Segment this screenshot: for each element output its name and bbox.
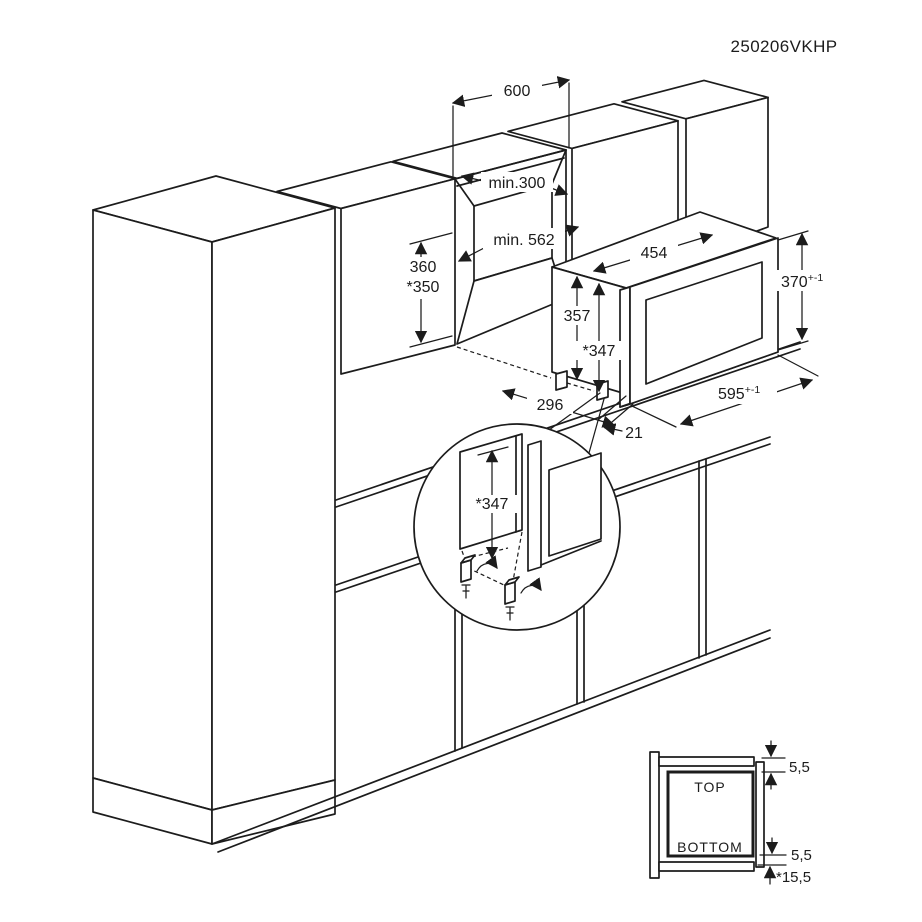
dim-body-width-label: 454: [641, 245, 668, 262]
adjustable-foot-icon: [504, 576, 542, 621]
microwave-door: [619, 237, 779, 408]
oven-window-detail: [548, 452, 602, 557]
product-code: 250206VKHP: [730, 37, 837, 56]
dim-niche-width: 600: [451, 76, 571, 177]
inset-bottom-label: BOTTOM: [677, 839, 743, 855]
dimensions: 600 min.300 min. 562 360 *350 454: [397, 76, 833, 442]
dim-niche-height-alt-label: *350: [407, 279, 440, 296]
inset-top-label: TOP: [694, 779, 726, 795]
dim-install-height: *347: [575, 282, 623, 393]
adjustable-foot-icon: [460, 554, 498, 599]
tall-cabinet: [92, 175, 336, 845]
detail-height-label: *347: [476, 496, 509, 513]
inset-gap-top-label: 5,5: [789, 759, 810, 776]
screw-icon: [461, 584, 471, 599]
dim-rear-setback-label: 296: [537, 397, 564, 414]
detail-circle: *347: [413, 423, 621, 631]
wall-cabinet-run: [276, 79, 769, 375]
oven-front-edge: [527, 440, 542, 572]
rotate-arrow-icon: [520, 577, 542, 594]
dim-min-clearance-label: min.300: [489, 175, 546, 192]
dim-body-height: 357: [556, 275, 598, 381]
rotate-arrow-icon: [476, 555, 498, 572]
dim-door-overhang: 21: [597, 395, 643, 442]
dim-niche-width-label: 600: [504, 83, 531, 100]
dim-front-width-label: 595+-1: [718, 384, 760, 403]
oven-foot-icon: [555, 370, 568, 391]
door-window: [645, 261, 763, 385]
inset-gap-bottom-label: 5,5: [791, 847, 812, 864]
section-inset: TOP BOTTOM 5,5 5,5 *15,5: [649, 740, 812, 886]
inset-protrusion-label: *15,5: [776, 869, 811, 886]
dim-front-width: 595+-1: [631, 354, 819, 428]
dim-body-width: 454: [592, 232, 714, 274]
dim-niche-height: 360 *350: [397, 232, 453, 348]
door-strip: [755, 761, 765, 868]
dim-front-height: 370+-1: [777, 230, 833, 351]
dim-rear-setback: 296: [501, 388, 616, 428]
dim-body-height-label: 357: [564, 308, 591, 325]
dim-door-overhang-label: 21: [625, 425, 643, 442]
dim-min-clearance: min.300: [460, 172, 569, 196]
dim-front-height-label: 370+-1: [781, 272, 823, 291]
dim-min-depth: min. 562: [457, 224, 580, 262]
dim-install-height-label: *347: [583, 343, 616, 360]
dim-niche-height-label: 360: [410, 259, 437, 276]
screw-icon: [505, 606, 515, 621]
dim-min-depth-label: min. 562: [493, 232, 554, 249]
